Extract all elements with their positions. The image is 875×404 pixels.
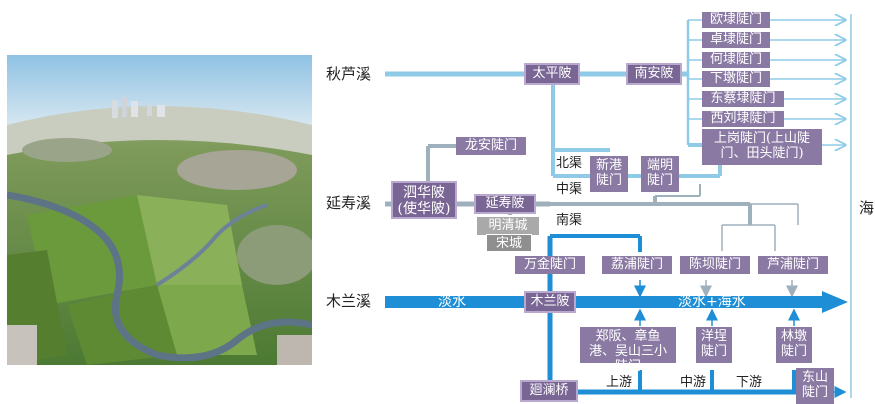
city-mingqing: 明清城 (477, 217, 539, 235)
sluice-north-1: 欧埭陡门 (702, 12, 770, 28)
river-qiulu-label: 秋芦溪 (326, 65, 372, 83)
aerial-photo (6, 55, 317, 365)
river-yanshou-label: 延寿溪 (326, 194, 372, 212)
sluice-north-7: 上岗陡门(上山陡门、田头陡门) (702, 129, 822, 165)
reach-upper-label: 上游 (606, 375, 633, 390)
node-dongshan: 东山陡门 (796, 368, 834, 404)
sluice-north-2: 卓埭陡门 (702, 32, 770, 48)
water-mixed-label: 淡水+海水 (678, 294, 746, 310)
sluice-north-3: 何埭陡门 (702, 52, 770, 68)
node-xingang: 新港陡门 (590, 156, 628, 192)
sluice-north-6: 西刘埭陡门 (702, 111, 784, 127)
mulan-river-arrowhead (822, 291, 848, 313)
node-yanshou: 延寿陂 (474, 194, 536, 214)
node-sihua: 泗华陂(使华陂) (391, 181, 457, 219)
node-nanan: 南安陂 (626, 63, 682, 85)
node-taiping: 太平陂 (524, 63, 580, 85)
sluice-north-5: 东蔡埭陡门 (702, 91, 784, 107)
node-yangcheng: 洋埕陡门 (696, 327, 732, 363)
canal-middle-label: 中渠 (556, 182, 583, 197)
node-zhengban: 郑阪、章鱼港、吴山三小陡门 (580, 327, 676, 374)
node-duanming: 端明陡门 (641, 156, 679, 192)
node-lipu: 荔浦陡门 (602, 256, 672, 274)
node-mulan: 木兰陂 (524, 291, 576, 313)
canal-south-label: 南渠 (556, 213, 583, 228)
node-huilan: 廻澜桥 (520, 380, 578, 402)
reach-middle-label: 中游 (680, 375, 707, 390)
node-wanjin: 万金陡门 (515, 256, 585, 274)
node-longan: 龙安陡门 (456, 137, 526, 155)
node-chenba: 陈坝陡门 (680, 256, 750, 274)
sea-label: 海 (857, 200, 875, 215)
river-mulan-label: 木兰溪 (326, 292, 372, 310)
sluice-north-4: 下墩陡门 (702, 71, 770, 87)
city-song: 宋城 (486, 234, 532, 252)
canal-north-label: 北渠 (556, 156, 583, 171)
node-lindun: 林墩陡门 (776, 327, 812, 363)
node-lupu: 芦浦陡门 (758, 256, 828, 274)
reach-lower-label: 下游 (736, 375, 763, 390)
water-fresh-label: 淡水 (438, 294, 466, 310)
